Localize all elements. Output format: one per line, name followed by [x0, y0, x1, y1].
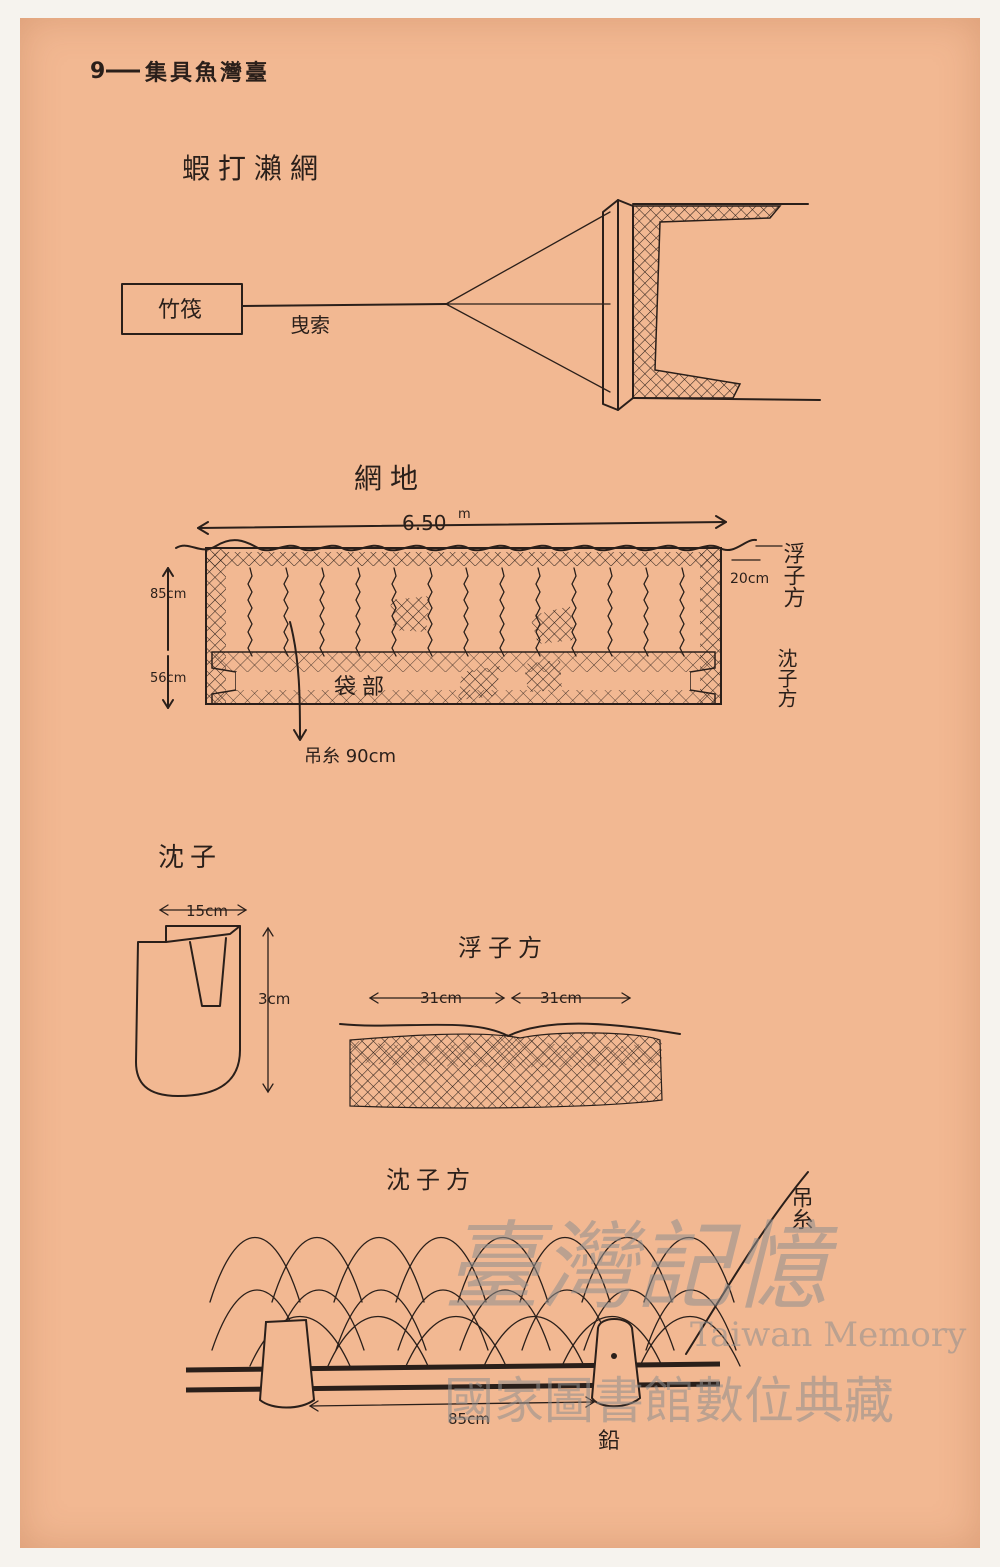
hanging-line: [685, 1171, 809, 1355]
float-rope: [339, 1022, 681, 1037]
hanging-line-strand: [283, 567, 289, 657]
hanging-line-strand: [463, 567, 469, 657]
raft-label: 竹筏: [158, 298, 202, 323]
hanging-line-strand: [427, 567, 433, 657]
bridle-lower: [445, 303, 611, 393]
lower-height-label: 56cm: [150, 671, 186, 686]
hanging-line-label: 吊糸: [788, 1186, 813, 1230]
net-arch: [209, 1237, 301, 1303]
hanging-line-strand: [679, 567, 685, 657]
hanging-line-strand: [607, 567, 613, 657]
net-arch: [335, 1289, 427, 1351]
net-arches: [209, 1237, 741, 1367]
sinker-side-label: 沈子方: [774, 648, 798, 708]
watermark-script: 臺灣記憶: [444, 1211, 838, 1323]
sinker-body: [135, 925, 241, 1097]
net-arch: [581, 1237, 673, 1303]
net-arch: [271, 1237, 363, 1303]
lead-sinker-right: [590, 1318, 642, 1408]
rope-label: 曳索: [290, 313, 330, 337]
sinker-diagram: 15cm 3cm: [135, 902, 290, 1097]
hanging-line-strand: [247, 567, 253, 657]
net-arch: [327, 1315, 429, 1367]
float-side-label: 浮子方: [780, 542, 806, 608]
fig4-title: 浮子方: [458, 934, 548, 962]
net-arch: [645, 1289, 737, 1351]
lead-sinker-left: [258, 1318, 316, 1409]
upper-height-label: 85cm: [150, 587, 186, 602]
net-arch: [459, 1289, 551, 1351]
hanging-line-pointer: [289, 621, 301, 739]
raft-box: [121, 283, 243, 335]
fig1-title: 蝦打瀨網: [182, 152, 326, 185]
watermark-chinese: 國家圖書館數位典藏: [444, 1372, 894, 1430]
net-mouth-mesh: [632, 205, 782, 399]
book-title: 集具魚灣臺: [144, 60, 270, 86]
fig5-title: 沈子方: [386, 1166, 476, 1194]
trawl-diagram: 竹筏 曳索: [121, 199, 821, 411]
width-unit: m: [458, 507, 471, 522]
net-arch: [639, 1315, 741, 1367]
lead-spacing-dimension: [309, 1401, 595, 1407]
hanging-line-strand: [499, 567, 505, 657]
watermark-english: Taiwan Memory: [690, 1315, 967, 1355]
width-label: 6.50: [402, 511, 447, 535]
float-spacing-left-label: 31cm: [420, 989, 462, 1007]
net-arch: [583, 1289, 675, 1351]
hanging-line-strand: [643, 567, 649, 657]
mesh-patch: [390, 596, 430, 632]
right-edge-mesh: [700, 548, 721, 704]
float-rope: [175, 538, 757, 552]
watermark: 臺灣記憶 Taiwan Memory 國家圖書館數位典藏: [444, 1211, 967, 1430]
mesh-patch: [524, 660, 562, 692]
net-arch: [457, 1237, 549, 1303]
net-panel-diagram: 6.50 m 袋部 85cm 56cm 20cm 浮子方 沈子方 吊糸 90cm: [150, 507, 806, 767]
net-arch: [333, 1237, 425, 1303]
mesh-patch: [530, 606, 574, 644]
hanging-line-strand: [355, 567, 361, 657]
float-spacing-right-label: 31cm: [540, 989, 582, 1007]
fig2-title: 網地: [354, 462, 426, 495]
tow-rope: [241, 303, 447, 307]
net-arch: [395, 1237, 487, 1303]
float-offset-label: 20cm: [730, 571, 769, 587]
hanging-line-label: 吊糸 90cm: [304, 746, 396, 767]
sinker-height-label: 3cm: [258, 990, 290, 1008]
sinker-side-diagram: 吊糸 85cm 鉛: [185, 1171, 813, 1454]
width-dimension: [197, 521, 727, 529]
hanging-lines: [247, 567, 685, 657]
net-arch: [483, 1315, 585, 1367]
hanging-line-strand: [571, 567, 577, 657]
page-number: 9: [90, 59, 105, 84]
lead-label: 鉛: [598, 1429, 620, 1454]
float-line-mesh: [206, 552, 721, 566]
hanging-line-strand: [319, 567, 325, 657]
float-side-diagram: 31cm 31cm: [339, 989, 681, 1109]
bridle-upper: [445, 211, 611, 305]
lead-spacing-label: 85cm: [448, 1410, 490, 1428]
net-bottom-line: [632, 397, 821, 401]
mesh-patch: [458, 666, 500, 700]
bag-label: 袋部: [334, 675, 390, 700]
net-arch: [405, 1315, 507, 1367]
fig3-title: 沈子: [158, 843, 222, 873]
net-arch: [643, 1237, 735, 1303]
net-arch: [519, 1237, 611, 1303]
sinker-width-label: 15cm: [186, 902, 228, 920]
left-edge-mesh: [206, 548, 226, 704]
